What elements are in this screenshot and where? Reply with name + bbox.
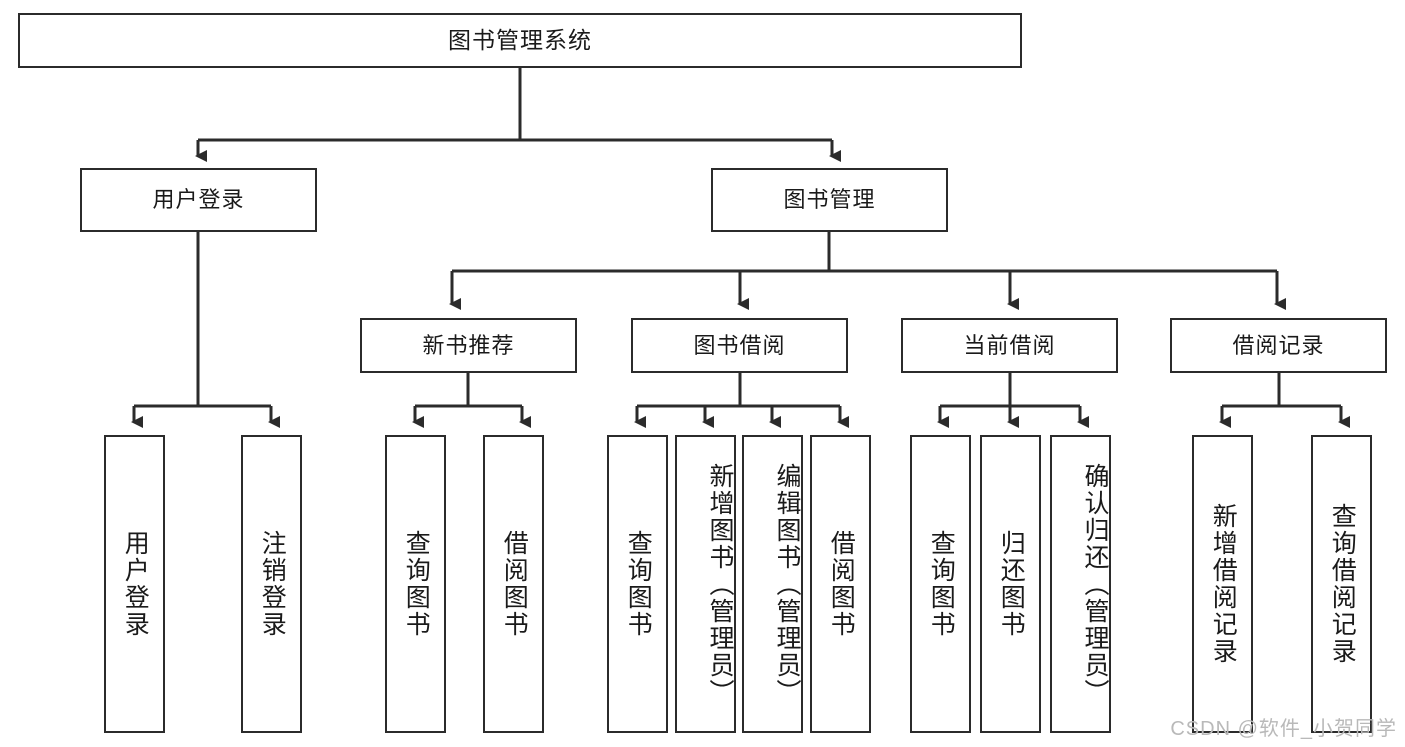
node-user-login[interactable]: 用户登录 <box>80 168 317 232</box>
node-book-borrow[interactable]: 图书借阅 <box>631 318 848 373</box>
node-leaf-query-book-1[interactable]: 查询图书 <box>385 435 446 733</box>
node-leaf-borrow-book-1[interactable]: 借阅图书 <box>483 435 544 733</box>
node-leaf-query-record[interactable]: 查询借阅记录 <box>1311 435 1372 733</box>
node-current-borrow[interactable]: 当前借阅 <box>901 318 1118 373</box>
node-leaf-query-book-3[interactable]: 查询图书 <box>910 435 971 733</box>
watermark-text: CSDN @软件_小贺同学 <box>1170 718 1397 740</box>
node-leaf-return-book[interactable]: 归还图书 <box>980 435 1041 733</box>
node-leaf-add-record[interactable]: 新增借阅记录 <box>1192 435 1253 733</box>
node-new-book-recommend[interactable]: 新书推荐 <box>360 318 577 373</box>
node-borrow-record[interactable]: 借阅记录 <box>1170 318 1387 373</box>
node-leaf-logout[interactable]: 注销登录 <box>241 435 302 733</box>
node-leaf-query-book-2[interactable]: 查询图书 <box>607 435 668 733</box>
node-root-system[interactable]: 图书管理系统 <box>18 13 1022 68</box>
node-leaf-edit-book[interactable]: 编辑图书（管理员） <box>742 435 803 733</box>
node-leaf-add-book[interactable]: 新增图书（管理员） <box>675 435 736 733</box>
node-leaf-user-login[interactable]: 用户登录 <box>104 435 165 733</box>
node-leaf-borrow-book-2[interactable]: 借阅图书 <box>810 435 871 733</box>
node-book-manage[interactable]: 图书管理 <box>711 168 948 232</box>
node-leaf-confirm-return[interactable]: 确认归还（管理员） <box>1050 435 1111 733</box>
